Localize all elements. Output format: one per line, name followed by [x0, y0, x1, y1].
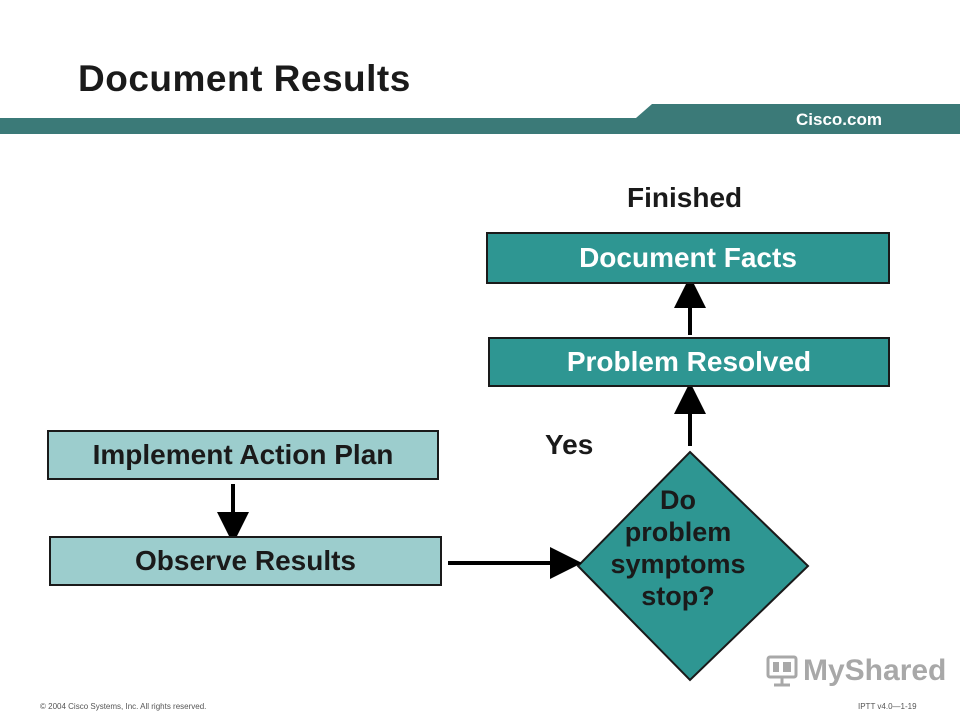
presentation-board-icon: [766, 655, 798, 687]
node-document-facts: Document Facts: [486, 232, 890, 284]
decision-line-3: symptoms: [610, 549, 746, 579]
yes-label: Yes: [545, 429, 594, 460]
node-observe-results: Observe Results: [49, 536, 442, 586]
node-implement-action-plan: Implement Action Plan: [47, 430, 439, 480]
brand-label: Cisco.com: [796, 110, 882, 129]
watermark-logo: MyShared: [765, 654, 946, 688]
decision-line-4: stop?: [641, 581, 715, 611]
page-title: Document Results: [78, 58, 411, 99]
finished-label: Finished: [627, 182, 743, 213]
decision-line-2: problem: [624, 517, 732, 547]
footer-copyright: © 2004 Cisco Systems, Inc. All rights re…: [40, 702, 207, 711]
decision-diamond: [576, 450, 810, 682]
header-brand-bar: [0, 104, 960, 134]
decision-text: Do problem symptoms stop?: [600, 484, 756, 612]
logo-text: MyShared: [803, 654, 947, 687]
node-problem-resolved: Problem Resolved: [488, 337, 890, 387]
footer-course-code: IPTT v4.0—1-19: [858, 702, 917, 711]
decision-line-1: Do: [660, 485, 696, 515]
